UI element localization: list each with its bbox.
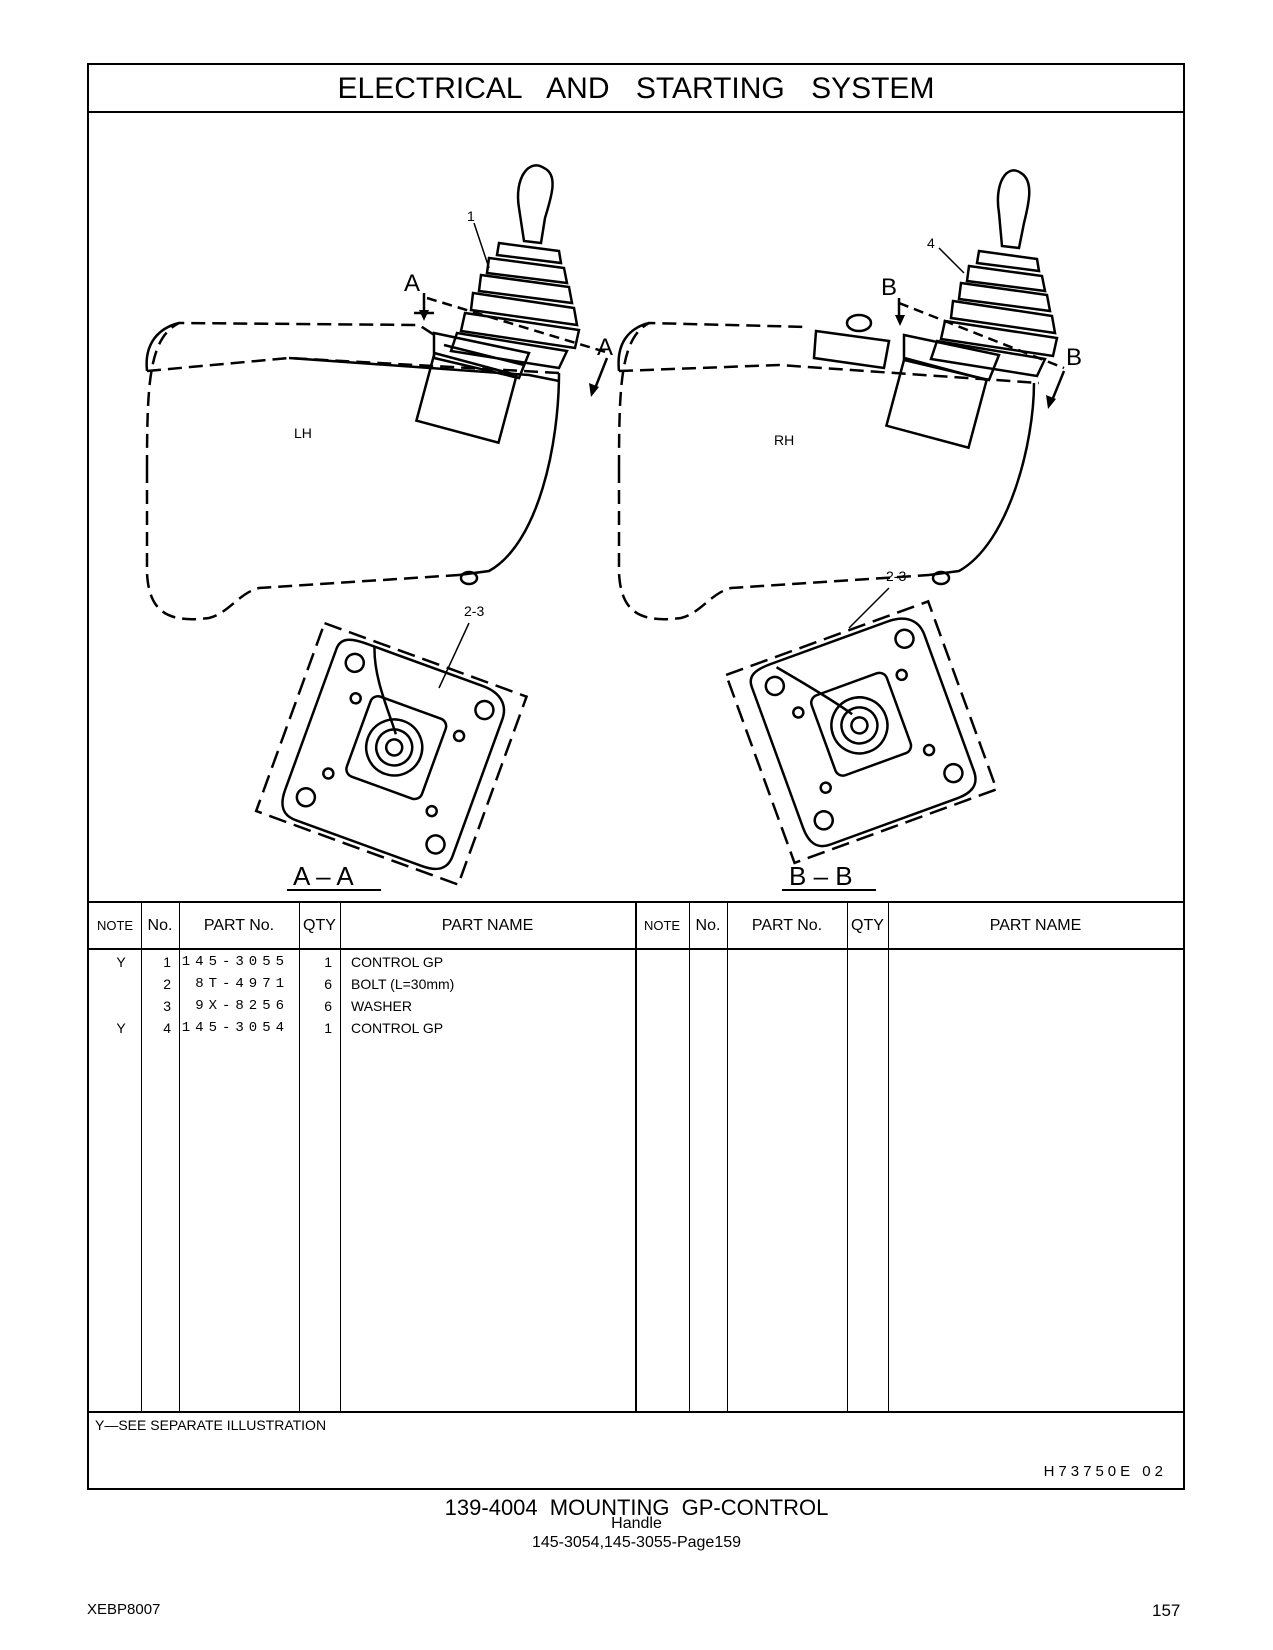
rh-label: RH <box>774 432 794 448</box>
col-divider <box>847 903 848 1411</box>
view-aa-label: A – A <box>293 861 354 891</box>
row4-note: Y <box>116 1020 126 1036</box>
lh-joystick-drawing <box>449 164 581 370</box>
group-subtitle: Handle <box>611 1515 662 1532</box>
header-qty-right: QTY <box>851 917 884 934</box>
header-no: No. <box>147 917 173 934</box>
row1-note: Y <box>116 954 126 970</box>
center-divider <box>635 903 637 1411</box>
callout-4: 4 <box>927 235 935 251</box>
row2-part-no: 8T-4971 <box>195 976 289 992</box>
row3-qty: 6 <box>324 998 332 1014</box>
header-part-no: PART No. <box>203 917 275 934</box>
group-reference: 145-3054,145-3055-Page159 <box>531 1534 742 1551</box>
header-part-name: PART NAME <box>441 917 534 934</box>
callout-2-3-a: 2-3 <box>464 603 484 619</box>
view-bb-label: B – B <box>789 861 853 891</box>
row4-qty: 1 <box>324 1020 332 1036</box>
parts-table: NOTE No. PART No. QTY PART NAME NOTE No.… <box>89 901 1183 1413</box>
page-number: 157 <box>1152 1601 1181 1620</box>
col-divider <box>727 903 728 1411</box>
header-no-right: No. <box>695 917 721 934</box>
lh-console-drawing <box>145 321 561 621</box>
page-title: ELECTRICAL AND STARTING SYSTEM <box>89 65 1183 113</box>
row2-part-name: BOLT (L=30mm) <box>351 976 455 992</box>
row1-part-no: 145-3055 <box>181 954 289 970</box>
detail-aa-drawing <box>254 621 529 887</box>
header-qty: QTY <box>303 917 336 934</box>
row2-qty: 6 <box>324 976 332 992</box>
section-mark-a-left: A <box>404 270 420 297</box>
document-id: XEBP8007 <box>87 1601 161 1618</box>
lh-label: LH <box>294 425 312 441</box>
row4-part-no: 145-3054 <box>181 1020 289 1036</box>
col-divider <box>141 903 142 1411</box>
rh-joystick-drawing <box>929 169 1059 378</box>
row1-no: 1 <box>163 954 171 970</box>
row3-note <box>111 995 131 1017</box>
row3-part-name: WASHER <box>351 998 412 1014</box>
illustration-code: H73750E 02 <box>1043 1463 1167 1480</box>
row4-no: 4 <box>163 1020 171 1036</box>
header-note-right: NOTE <box>643 918 681 933</box>
col-divider <box>689 903 690 1411</box>
header-part-no-right: PART No. <box>751 917 823 934</box>
section-mark-b-left: B <box>881 274 897 301</box>
col-divider <box>340 903 341 1411</box>
parts-sheet-frame: ELECTRICAL AND STARTING SYSTEM <box>87 63 1185 1490</box>
exploded-illustration: 1 4 2-3 2-3 A A B B LH RH A – A B – B <box>89 113 1183 903</box>
header-note: NOTE <box>96 918 134 933</box>
col-divider <box>299 903 300 1411</box>
row1-part-name: CONTROL GP <box>351 954 444 970</box>
row3-part-no: 9X-8256 <box>195 998 289 1014</box>
header-part-name-right: PART NAME <box>989 917 1082 934</box>
group-title: 139-4004 MOUNTING GP-CONTROL <box>444 1495 829 1520</box>
callout-2-3-b: 2-3 <box>886 568 906 584</box>
col-divider <box>888 903 889 1411</box>
col-divider <box>179 903 180 1411</box>
row4-part-name: CONTROL GP <box>351 1020 444 1036</box>
detail-bb-drawing <box>724 599 999 865</box>
rh-console-drawing <box>617 313 1040 621</box>
row2-no: 2 <box>163 976 171 992</box>
row3-no: 3 <box>163 998 171 1014</box>
section-mark-b-right: B <box>1066 344 1082 371</box>
row1-qty: 1 <box>324 954 332 970</box>
footnote: Y—SEE SEPARATE ILLUSTRATION <box>95 1417 327 1433</box>
callout-1: 1 <box>467 208 475 224</box>
section-mark-a-right: A <box>597 334 613 361</box>
section-arrows <box>426 296 1065 370</box>
row2-note <box>111 973 131 995</box>
